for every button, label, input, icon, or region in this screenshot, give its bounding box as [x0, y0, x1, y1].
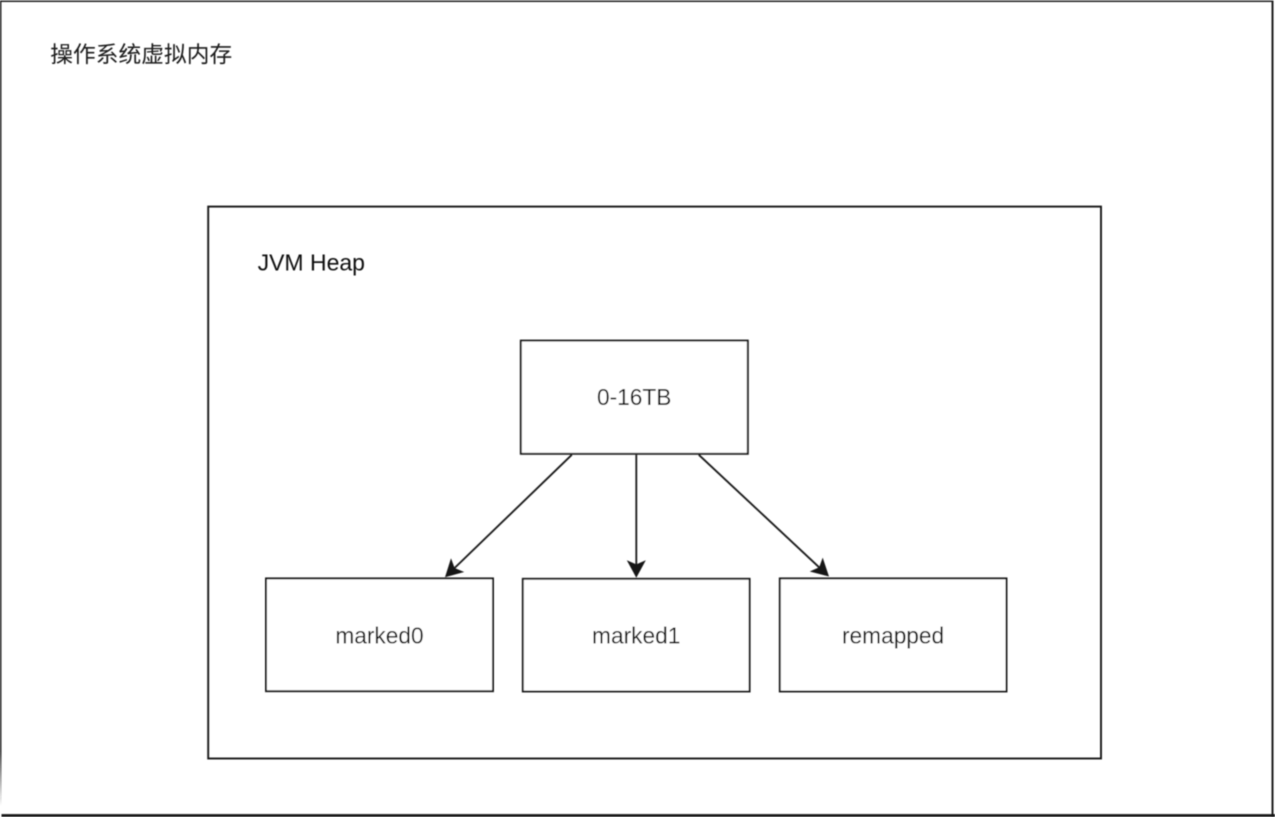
svg-text:remapped: remapped: [842, 623, 944, 649]
svg-text:JVM Heap: JVM Heap: [258, 250, 365, 276]
svg-text:0-16TB: 0-16TB: [597, 384, 671, 410]
svg-text:marked0: marked0: [335, 623, 423, 649]
svg-text:marked1: marked1: [592, 623, 680, 649]
